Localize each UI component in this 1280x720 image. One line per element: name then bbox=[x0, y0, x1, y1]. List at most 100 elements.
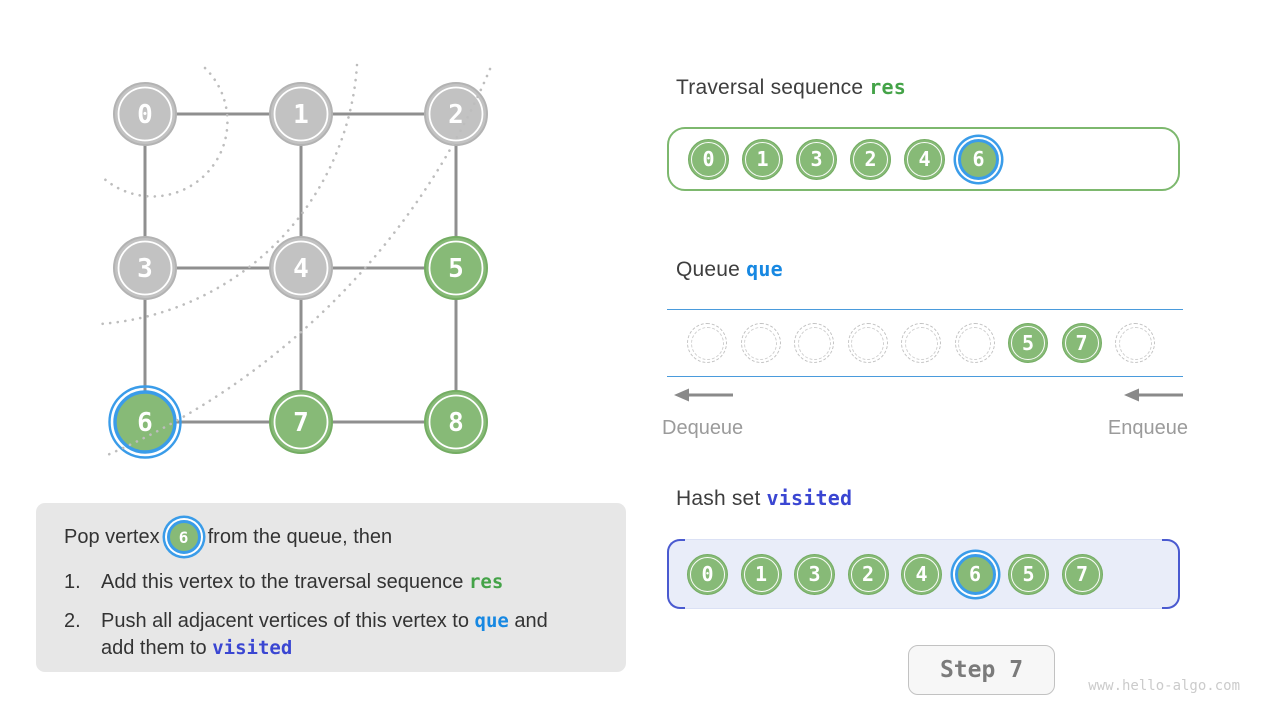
graph-vertex-1: 1 bbox=[269, 82, 333, 146]
queue-panel-title: Queue que bbox=[676, 257, 783, 282]
queue-title-text: Queue bbox=[676, 258, 741, 281]
vertex-label: 8 bbox=[448, 408, 464, 438]
vertex-chip-6: 6 bbox=[954, 553, 996, 595]
hash-set-box: 0 1 3 2 4 6 5 7 bbox=[667, 539, 1180, 609]
vertex-chip-7: 7 bbox=[1061, 553, 1103, 595]
chip-value: 5 bbox=[1021, 331, 1035, 355]
watermark-text: www.hello-algo.com bbox=[1088, 678, 1240, 694]
chip-value: 1 bbox=[754, 562, 768, 586]
vertex-label: 4 bbox=[293, 254, 309, 284]
list-item-number: 1. bbox=[64, 571, 81, 593]
visited-code-label: visited bbox=[766, 486, 853, 510]
vertex-chip-3: 3 bbox=[796, 138, 837, 180]
step-button[interactable]: Step 7 bbox=[908, 645, 1055, 695]
text-fragment: Add this vertex to the traversal sequenc… bbox=[101, 571, 469, 593]
chip-value: 0 bbox=[701, 562, 714, 586]
vertex-circle bbox=[269, 236, 333, 300]
chip-value: 7 bbox=[1075, 562, 1089, 586]
graph-vertex-0: 0 bbox=[113, 82, 177, 146]
traversal-title-text: Traversal sequence bbox=[676, 76, 864, 99]
vertex-inner-ring bbox=[428, 240, 484, 296]
vertex-inner-ring bbox=[117, 240, 173, 296]
list-item-number: 2. bbox=[64, 610, 81, 632]
vertex-circle bbox=[269, 82, 333, 146]
graph-vertex-5: 5 bbox=[424, 236, 488, 300]
vertex-chip-1: 1 bbox=[742, 138, 783, 180]
chip-value: 5 bbox=[1022, 562, 1035, 586]
vertex-chip-4: 4 bbox=[904, 138, 945, 180]
chip-value: 2 bbox=[861, 562, 875, 586]
vertex-highlight-circle bbox=[113, 390, 177, 454]
chip-value: 6 bbox=[972, 147, 985, 171]
explanation-intro: Pop vertex 6 from the queue, then bbox=[64, 517, 606, 557]
vertex-inner-ring bbox=[273, 86, 329, 142]
vertex-circle bbox=[424, 82, 488, 146]
enqueue-arrow-icon bbox=[1123, 387, 1185, 403]
bfs-graph: 0 1 2 3 4 5 6 7 8 bbox=[98, 63, 492, 459]
bfs-level-arc-2 bbox=[98, 63, 359, 326]
graph-vertex-6: 6 bbox=[108, 385, 182, 459]
chip-value: 1 bbox=[756, 147, 769, 171]
explanation-item-1: 1. Add this vertex to the traversal seque… bbox=[64, 569, 606, 596]
explanation-list: 1. Add this vertex to the traversal seque… bbox=[64, 569, 606, 662]
chip-value: 0 bbox=[702, 147, 715, 171]
vertex-inner-ring bbox=[428, 394, 484, 450]
empty-slot-chip bbox=[794, 323, 834, 363]
text-fragment: and add them to bbox=[101, 610, 554, 659]
vertex-label: 7 bbox=[293, 408, 309, 438]
vertex-chip-1: 1 bbox=[740, 553, 782, 595]
vertex-chip-2: 2 bbox=[847, 553, 889, 595]
empty-slot-chip bbox=[954, 323, 995, 363]
chip-value: 3 bbox=[808, 562, 821, 586]
vertex-circle bbox=[269, 390, 333, 454]
graph-vertex-3: 3 bbox=[113, 236, 177, 300]
enqueue-label: Enqueue bbox=[1107, 417, 1188, 439]
list-item-text: Push all adjacent vertices of this verte… bbox=[101, 608, 581, 662]
vertex-label: 3 bbox=[137, 254, 153, 284]
popped-vertex-chip: 6 bbox=[166, 520, 201, 554]
explanation-box: Pop vertex 6 from the queue, then 1. Add … bbox=[36, 503, 626, 672]
vertex-label: 6 bbox=[137, 408, 153, 438]
vertex-circle bbox=[424, 236, 488, 300]
traversal-sequence-box: 0 1 3 2 4 6 bbox=[667, 127, 1180, 191]
vertex-chip-0: 0 bbox=[688, 138, 729, 180]
chip-value: 6 bbox=[968, 562, 982, 586]
vertex-chip-7: 7 bbox=[1061, 323, 1102, 363]
vertex-circle bbox=[424, 390, 488, 454]
res-code-ref: res bbox=[468, 571, 504, 593]
explanation-item-2: 2. Push all adjacent vertices of this ver… bbox=[64, 608, 606, 662]
graph-vertex-8: 8 bbox=[424, 390, 488, 454]
chip-value: 2 bbox=[864, 147, 877, 171]
intro-before-text: Pop vertex bbox=[64, 525, 160, 548]
vertex-label: 0 bbox=[137, 100, 153, 130]
hashset-title-text: Hash set bbox=[676, 487, 761, 510]
vertex-label: 5 bbox=[448, 254, 464, 284]
vertex-label: 1 bbox=[293, 100, 309, 130]
vertex-highlight-outer-ring bbox=[108, 385, 182, 459]
vertex-circle bbox=[113, 82, 177, 146]
dequeue-arrow-icon bbox=[673, 387, 735, 403]
empty-slot-chip bbox=[1115, 323, 1155, 363]
list-item-text: Add this vertex to the traversal sequenc… bbox=[101, 569, 503, 596]
vertex-chip-0: 0 bbox=[687, 553, 728, 595]
chip-value: 4 bbox=[918, 147, 931, 171]
vertex-chip-5: 5 bbox=[1008, 553, 1049, 595]
vertex-chip-6: 6 bbox=[958, 138, 999, 180]
empty-slot-chip bbox=[740, 323, 781, 363]
vertex-chip-3: 3 bbox=[794, 553, 835, 595]
graph-vertex-4: 4 bbox=[269, 236, 333, 300]
chip-value: 4 bbox=[915, 562, 928, 586]
vertex-chip-2: 2 bbox=[850, 138, 891, 180]
res-code-label: res bbox=[869, 75, 907, 99]
vertex-chip-4: 4 bbox=[901, 553, 942, 595]
dequeue-label: Dequeue bbox=[662, 417, 744, 439]
empty-slot-chip bbox=[901, 323, 941, 363]
graph-vertex-2: 2 bbox=[424, 82, 488, 146]
vertex-inner-ring bbox=[117, 86, 173, 142]
que-code-ref: que bbox=[474, 610, 509, 632]
vertex-inner-ring bbox=[273, 394, 329, 450]
text-fragment: Push all adjacent vertices of this verte… bbox=[101, 610, 475, 632]
que-code-label: que bbox=[746, 257, 783, 281]
